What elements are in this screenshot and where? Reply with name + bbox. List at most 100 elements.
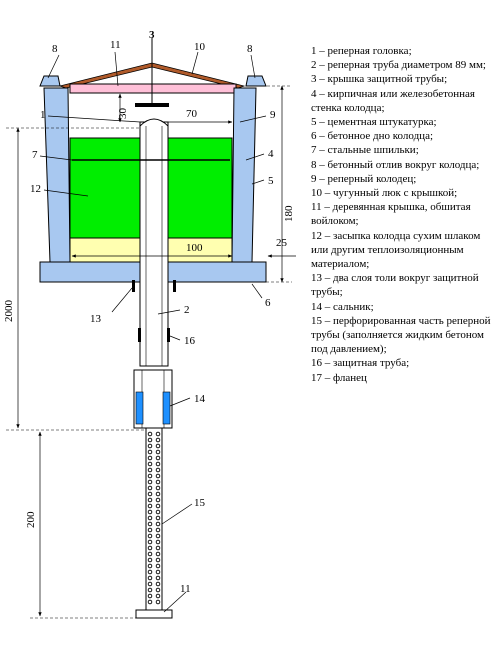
perforations <box>147 431 161 605</box>
dim-180: 180 <box>283 205 295 222</box>
label-2: 2 <box>184 304 190 316</box>
legend-item: 7 – стальные шпильки; <box>311 144 419 157</box>
legend-item: 1 – реперная головка; <box>311 45 412 57</box>
label-8-left: 8 <box>52 43 58 55</box>
legend-item: 14 – сальник; <box>311 300 374 313</box>
perforation-hole <box>147 545 153 551</box>
perforation-hole <box>155 521 161 527</box>
perforation-hole <box>147 473 153 479</box>
perforation-hole <box>155 455 161 461</box>
legend-item: 11 – деревянная крышка, обшитая войлоком… <box>311 201 471 228</box>
perforation-hole <box>147 533 153 539</box>
perforation-hole <box>155 449 161 455</box>
protective-pipe-cap <box>135 103 169 107</box>
perforation-hole <box>155 593 161 599</box>
perforation-hole <box>155 539 161 545</box>
perforation-hole <box>147 539 153 545</box>
leader-lines <box>39 51 267 613</box>
well-benchmark-diagram: 8 11 3 10 8 1 7 12 9 4 5 6 13 2 16 14 15… <box>3 29 296 619</box>
perforation-hole <box>147 569 153 575</box>
perforation-hole <box>155 509 161 515</box>
label-9: 9 <box>270 109 276 121</box>
perforation-hole <box>155 533 161 539</box>
label-7: 7 <box>32 149 38 161</box>
perforation-hole <box>147 485 153 491</box>
perforation-hole <box>155 599 161 605</box>
perforation-hole <box>155 587 161 593</box>
concrete-drainage-left <box>39 75 61 87</box>
benchmark-pipe <box>139 121 169 367</box>
label-11-bottom: 11 <box>180 583 191 595</box>
label-8-right: 8 <box>247 43 253 55</box>
perforation-hole <box>147 503 153 509</box>
perforation-hole <box>155 437 161 443</box>
perforation-hole <box>147 497 153 503</box>
perforation-hole <box>155 431 161 437</box>
label-4: 4 <box>268 148 274 160</box>
legend-item: 16 – защитная труба; <box>311 357 410 370</box>
perforation-hole <box>155 563 161 569</box>
perforation-hole <box>147 467 153 473</box>
label-16: 16 <box>184 335 196 347</box>
legend-item: 5 – цементная штукатурка; <box>311 116 437 129</box>
perforation-hole <box>147 557 153 563</box>
perforation-hole <box>147 521 153 527</box>
perforation-hole <box>147 431 153 437</box>
legend-item: 2 – реперная труба диаметром 89 мм; <box>311 59 486 72</box>
label-13: 13 <box>90 313 102 325</box>
perforation-hole <box>155 515 161 521</box>
perforation-hole <box>155 479 161 485</box>
perforation-hole <box>155 497 161 503</box>
tar-paper-left <box>132 280 135 292</box>
perforation-hole <box>147 599 153 605</box>
legend-item: 10 – чугунный люк с крышкой; <box>311 187 458 200</box>
label-6: 6 <box>265 297 271 309</box>
dim-100: 100 <box>186 242 203 254</box>
gland-right <box>162 391 171 425</box>
well-wall-left <box>43 87 71 263</box>
perforation-hole <box>155 491 161 497</box>
legend-item: 12 – засыпка колодца сухим шлаком или др… <box>311 229 481 271</box>
legend-item: 4 – кирпичная или железобетонная стенка … <box>311 87 475 114</box>
perforation-hole <box>147 479 153 485</box>
perforation-hole <box>147 593 153 599</box>
well-wall-right <box>231 87 257 263</box>
wooden-felt-lid <box>69 83 237 94</box>
label-5: 5 <box>268 175 274 187</box>
label-15: 15 <box>194 497 206 509</box>
perforation-hole <box>147 449 153 455</box>
perforation-hole <box>155 581 161 587</box>
perforation-hole <box>147 527 153 533</box>
dim-25: 25 <box>276 237 288 249</box>
perforation-hole <box>155 467 161 473</box>
perforation-hole <box>155 503 161 509</box>
flange <box>135 609 173 619</box>
legend-item: 3 – крышка защитной трубы; <box>311 73 448 86</box>
label-14: 14 <box>194 393 206 405</box>
protective-pipe-mark-right <box>167 328 170 342</box>
dim-2000: 2000 <box>3 300 15 323</box>
legend-item: 17 – фланец <box>311 371 367 384</box>
perforation-hole <box>155 527 161 533</box>
perforation-hole <box>147 461 153 467</box>
legend-list: 1 – реперная головка; 2 – реперная труба… <box>311 44 499 385</box>
perforation-hole <box>155 551 161 557</box>
legend-item: 8 – бетонный отлив вокруг колодца; <box>311 158 480 171</box>
perforation-hole <box>147 491 153 497</box>
gland-left <box>135 391 144 425</box>
perforation-hole <box>147 443 153 449</box>
label-1: 1 <box>40 109 46 121</box>
label-12: 12 <box>30 183 41 195</box>
perforation-hole <box>155 461 161 467</box>
dim-30: 30 <box>117 108 129 120</box>
legend-item: 6 – бетонное дно колодца; <box>311 130 434 143</box>
perforation-hole <box>155 485 161 491</box>
perforation-hole <box>147 509 153 515</box>
protective-pipe-mark-left <box>138 328 141 342</box>
perforation-hole <box>147 551 153 557</box>
dim-70: 70 <box>186 108 198 120</box>
perforation-hole <box>147 587 153 593</box>
perforation-hole <box>155 443 161 449</box>
label-3: 3 <box>149 29 155 41</box>
perforation-hole <box>147 437 153 443</box>
